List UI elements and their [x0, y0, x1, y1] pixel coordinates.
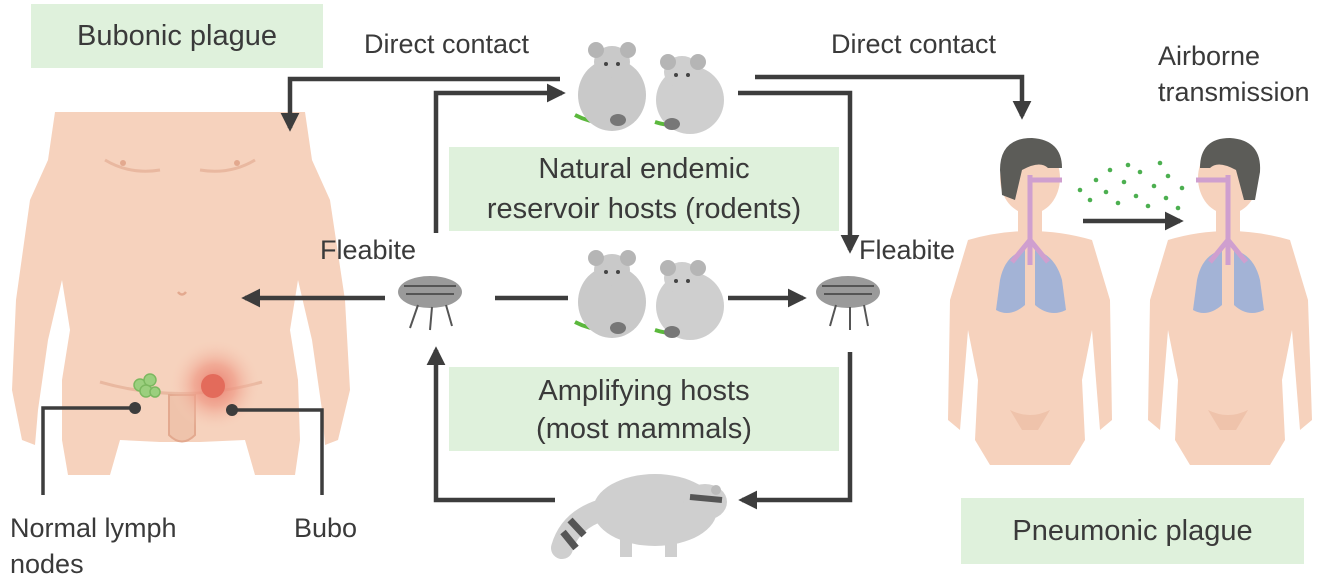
- arrow-raccoon-to-flea: [426, 346, 555, 503]
- bubonic-plague-box: Bubonic plague: [31, 4, 323, 68]
- flea-right: [816, 276, 880, 330]
- rodents-middle: [574, 250, 724, 340]
- lymph-node-cluster: [133, 373, 161, 398]
- normal-lymph-nodes-line1: Normal lymph: [10, 513, 177, 543]
- arrow-direct-contact-right: [755, 74, 1032, 120]
- fleabite-left-label: Fleabite: [320, 235, 417, 265]
- airborne-label-line2: transmission: [1158, 77, 1310, 107]
- amplifying-hosts-line1: Amplifying hosts: [538, 375, 750, 407]
- bubonic-body: [12, 112, 350, 495]
- flea-left: [398, 276, 462, 331]
- arrow-direct-contact-left: [280, 76, 560, 132]
- arrow-flea-to-rodents: [433, 83, 566, 233]
- rodents-top: [574, 42, 724, 134]
- natural-hosts-line1: Natural endemic: [538, 153, 750, 185]
- natural-hosts-box: Natural endemic reservoir hosts (rodents…: [449, 147, 839, 231]
- direct-contact-right-label: Direct contact: [831, 29, 997, 59]
- natural-hosts-line2: reservoir hosts (rodents): [486, 193, 802, 225]
- pneumonic-body-1: [948, 138, 1112, 465]
- fleabite-right-label: Fleabite: [859, 235, 956, 265]
- raccoon: [551, 474, 727, 559]
- pneumonic-body-2: [1148, 138, 1312, 465]
- direct-contact-left-label: Direct contact: [364, 29, 530, 59]
- arrow-rodents-to-flea: [738, 90, 860, 254]
- airborne-droplets: [1077, 160, 1185, 211]
- amplifying-hosts-box: Amplifying hosts (most mammals): [449, 367, 839, 451]
- normal-lymph-nodes-line2: nodes: [10, 549, 84, 579]
- airborne-label-line1: Airborne: [1158, 41, 1261, 71]
- bubo-label: Bubo: [294, 513, 358, 543]
- pneumonic-plague-title: Pneumonic plague: [1012, 515, 1253, 547]
- bubonic-plague-title: Bubonic plague: [77, 20, 277, 52]
- arrows: [241, 74, 1184, 510]
- pneumonic-plague-box: Pneumonic plague: [961, 498, 1304, 564]
- arrow-right-to-raccoon: [738, 352, 853, 510]
- amplifying-hosts-line2: (most mammals): [536, 413, 752, 445]
